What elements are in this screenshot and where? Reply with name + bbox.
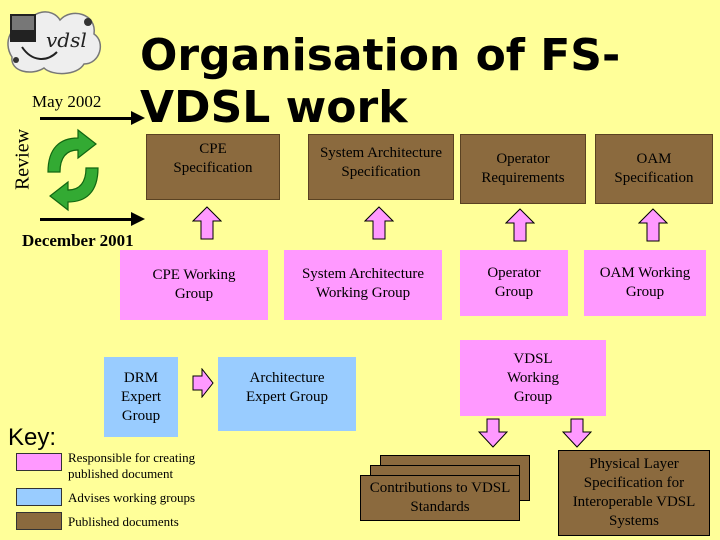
architecture-expert-group-label: Architecture Expert Group bbox=[245, 370, 329, 405]
key-title: Key: bbox=[8, 424, 57, 451]
physical-layer-specification-box: Physical Layer Specification for Interop… bbox=[558, 450, 710, 536]
arrow-drm-to-architecture bbox=[192, 367, 214, 403]
arrow-sysarch-wg-to-spec bbox=[363, 206, 395, 245]
timeline-bottom-arrowhead bbox=[131, 212, 145, 231]
review-cycle-icon bbox=[40, 126, 106, 219]
operator-requirements-box: Operator Requirements bbox=[460, 134, 586, 204]
oam-working-group-label: OAM Working Group bbox=[599, 265, 691, 300]
system-architecture-specification-label: System Architecture Specification bbox=[319, 145, 443, 180]
physical-layer-specification-label: Physical Layer Specification for Interop… bbox=[572, 456, 696, 529]
cpe-specification-label: CPE Specification bbox=[173, 141, 253, 176]
timeline-bottom-date: December 2001 bbox=[22, 231, 134, 250]
key-label-published: Published documents bbox=[68, 514, 179, 529]
fs-vdsl-logo: vdsl bbox=[2, 2, 106, 78]
key-swatch-published bbox=[16, 512, 62, 530]
operator-requirements-label: Operator Requirements bbox=[481, 151, 565, 186]
cpe-working-group-label: CPE Working Group bbox=[152, 267, 236, 302]
architecture-expert-group-box: Architecture Expert Group bbox=[218, 357, 356, 431]
key-label-advisory: Advises working groups bbox=[68, 490, 196, 505]
arrow-oam-wg-to-spec bbox=[637, 208, 669, 247]
timeline-bottom-line bbox=[40, 218, 136, 221]
operator-group-label: Operator Group bbox=[487, 265, 541, 300]
review-label: Review bbox=[11, 128, 34, 191]
oam-specification-box: OAM Specification bbox=[595, 134, 713, 204]
key-label-responsible: Responsible for creating published docum… bbox=[68, 450, 196, 481]
arrow-operator-group-to-reqs bbox=[504, 208, 536, 247]
arrow-cpe-wg-to-spec bbox=[191, 206, 223, 245]
oam-working-group-box: OAM Working Group bbox=[584, 250, 706, 316]
drm-expert-group-label: DRM Expert Group bbox=[121, 369, 161, 424]
cpe-specification-box: CPE Specification bbox=[146, 134, 280, 200]
operator-group-box: Operator Group bbox=[460, 250, 568, 316]
arrow-vdsl-to-contributions bbox=[477, 418, 509, 453]
page-title: Organisation of FS-VDSL work bbox=[140, 30, 621, 133]
key-swatch-responsible bbox=[16, 453, 62, 471]
timeline-top-date: May 2002 bbox=[32, 92, 102, 111]
vdsl-working-group-box: VDSL Working Group bbox=[460, 340, 606, 416]
cpe-working-group-box: CPE Working Group bbox=[120, 250, 268, 320]
contributions-label: Contributions to VDSL Standards bbox=[369, 480, 511, 515]
system-architecture-working-group-label: System Architecture Working Group bbox=[301, 266, 425, 301]
vdsl-working-group-label: VDSL Working Group bbox=[506, 350, 560, 405]
contributions-box: Contributions to VDSL Standards bbox=[360, 475, 520, 521]
key-swatch-advisory bbox=[16, 488, 62, 506]
svg-text:vdsl: vdsl bbox=[46, 28, 87, 52]
oam-specification-label: OAM Specification bbox=[614, 151, 694, 186]
timeline-top-line bbox=[40, 117, 136, 120]
drm-expert-group-box: DRM Expert Group bbox=[104, 357, 178, 437]
system-architecture-specification-box: System Architecture Specification bbox=[308, 134, 454, 200]
system-architecture-working-group-box: System Architecture Working Group bbox=[284, 250, 442, 320]
timeline-top-arrowhead bbox=[131, 111, 145, 130]
arrow-vdsl-to-physical bbox=[561, 418, 593, 453]
